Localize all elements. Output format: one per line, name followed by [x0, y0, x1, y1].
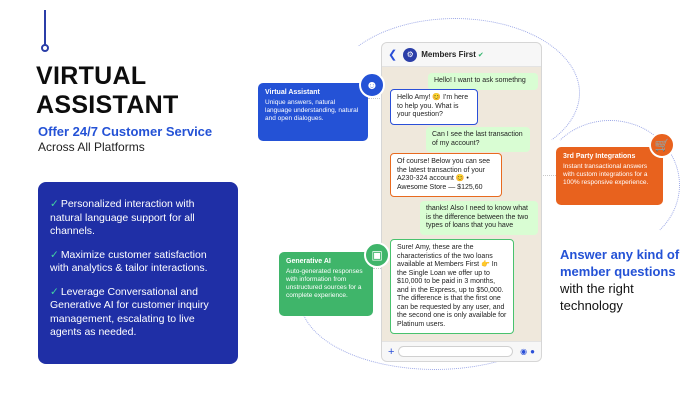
subtitle-secondary: Across All Platforms: [38, 140, 145, 154]
connector-arc: [330, 18, 580, 168]
callout-line: [536, 175, 558, 176]
chat-message-in: Of course! Below you can see the latest …: [390, 153, 502, 197]
back-arrow-icon[interactable]: ❮: [388, 49, 398, 61]
tagline: Answer any kind of member questions with…: [560, 247, 680, 313]
chat-message-out: Can I see the last transaction of my acc…: [426, 127, 530, 152]
chat-message-out: Hello! I want to ask somethng: [428, 73, 538, 90]
subtitle: Offer 24/7 Customer Service: [38, 124, 213, 139]
benefit-item: ✓Personalized interaction with natural l…: [50, 198, 195, 237]
benefit-item: ✓Maximize customer satisfaction with ana…: [50, 248, 208, 275]
generative-ai-card: Generative AI Auto-generated responses w…: [279, 252, 373, 316]
chat-header: ❮ ⚙ Members First ✔: [382, 43, 541, 67]
chat-footer: + ◉ ●: [382, 341, 541, 361]
virtual-assistant-card: Virtual Assistant Unique answers, natura…: [258, 83, 368, 141]
benefits-card: ✓Personalized interaction with natural l…: [38, 182, 238, 364]
verified-icon: ✔: [477, 51, 484, 59]
cart-icon: 🛒: [649, 132, 675, 158]
plus-icon[interactable]: +: [388, 345, 395, 358]
page-title: VIRTUAL ASSISTANT: [36, 62, 179, 119]
decor-line: [44, 10, 46, 46]
connector-arc: [540, 120, 680, 250]
check-icon: ✓: [50, 248, 59, 261]
check-icon: ✓: [50, 198, 59, 210]
avatar: ⚙: [403, 47, 418, 62]
robot-icon: ☻: [359, 72, 385, 98]
document-gear-icon: ▣: [364, 242, 390, 268]
chat-message-in: Sure! Amy, these are the characteristics…: [390, 239, 514, 334]
callout-line: [368, 98, 388, 99]
decor-dot: [41, 44, 49, 52]
message-input[interactable]: [398, 346, 514, 357]
chat-message-out: thanks! Also I need to know what is the …: [420, 201, 538, 235]
microphone-icon[interactable]: ●: [530, 347, 535, 356]
check-icon: ✓: [50, 285, 59, 298]
chat-phone: ❮ ⚙ Members First ✔ Hello! I want to ask…: [381, 42, 542, 362]
third-party-card: 3rd Party Integrations Instant transacti…: [556, 147, 663, 205]
camera-icon[interactable]: ◉: [520, 347, 528, 356]
chat-contact-name: Members First: [421, 50, 476, 59]
benefit-item: ✓Leverage Conversational and Generative …: [50, 285, 209, 339]
chat-message-in: Hello Amy! 😊 I'm here to help you. What …: [390, 89, 478, 125]
callout-line: [373, 268, 387, 269]
